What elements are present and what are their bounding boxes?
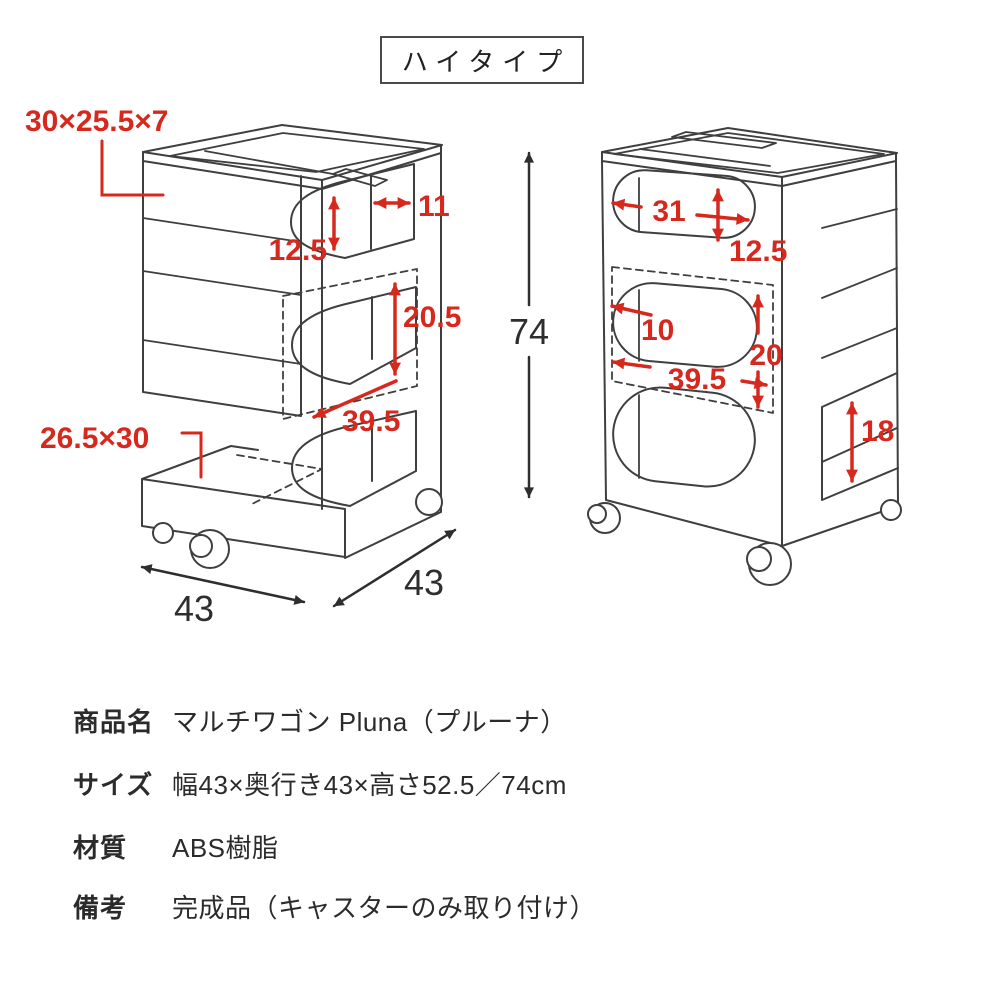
drawer-lines xyxy=(142,217,302,365)
left-view-dimension-labels: 30×25.5×7 12.5 11 20.5 39.5 26.5×30 xyxy=(25,105,461,455)
front-inner-space-dashed xyxy=(611,266,774,414)
cart-top-slot xyxy=(332,168,388,187)
front-view-dimensions xyxy=(610,188,858,483)
overall-dimensions xyxy=(140,151,535,608)
inner-width-arrow-right xyxy=(740,377,768,390)
inner-space-dashed xyxy=(282,268,418,420)
opening-width-label: 31 xyxy=(652,195,685,228)
inner-depth-label: 39.5 xyxy=(342,405,400,438)
inner-depth-arrow xyxy=(312,379,398,419)
spec-value: ABS樹脂 xyxy=(172,833,279,863)
side-tray xyxy=(821,372,899,501)
front-opening-height-label: 12.5 xyxy=(729,235,787,268)
caster xyxy=(415,488,443,516)
caster xyxy=(152,522,174,544)
width-arrow xyxy=(140,564,306,605)
drawer-size-leader-line xyxy=(100,139,165,197)
caster xyxy=(880,499,902,521)
opening-height-label: 12.5 xyxy=(269,234,327,267)
dimension-diagram: 30×25.5×7 12.5 11 20.5 39.5 26.5×30 31 1… xyxy=(25,105,902,629)
bottom-tray xyxy=(141,445,346,558)
middle-opening-height-label: 20.5 xyxy=(403,301,461,334)
front-cart-top-slot xyxy=(671,131,777,149)
caster xyxy=(587,504,607,524)
spec-label: 商品名 xyxy=(73,707,155,737)
spec-value: 幅43×奥行き43×高さ52.5／74cm xyxy=(172,770,567,800)
opening-middle xyxy=(291,286,417,385)
depth-arrow xyxy=(332,528,457,608)
side-offset-label: 10 xyxy=(641,314,674,347)
drawer-face-outline xyxy=(142,160,323,510)
type-title-box: ハイタイプ xyxy=(380,36,584,84)
overall-height-label: 74 xyxy=(509,311,549,352)
tray-size-leader-line xyxy=(180,431,203,479)
spec-row-material: 材質 ABS樹脂 xyxy=(73,828,279,865)
cart-top-lip xyxy=(142,144,442,190)
caster xyxy=(746,546,772,572)
spec-label: 備考 xyxy=(73,893,128,923)
caster xyxy=(189,534,213,558)
spec-row-product-name: 商品名 マルチワゴン Pluna（プルーナ） xyxy=(73,702,567,739)
spec-label: サイズ xyxy=(73,770,154,800)
spec-row-size: サイズ 幅43×奥行き43×高さ52.5／74cm xyxy=(73,765,567,802)
drawer-size-label: 30×25.5×7 xyxy=(25,105,168,138)
overall-dimension-labels: 43 43 74 xyxy=(174,311,549,629)
opening-width-arrow-left xyxy=(611,198,643,211)
opening-bottom xyxy=(291,410,417,507)
spec-row-notes: 備考 完成品（キャスターのみ取り付け） xyxy=(73,888,596,925)
opening-top xyxy=(290,163,415,259)
bottom-tray-label: 26.5×30 xyxy=(40,422,149,455)
front-width-label: 43 xyxy=(174,588,214,629)
front-cart-top-divider xyxy=(639,148,771,167)
shelf-gap-label: 11 xyxy=(418,190,450,223)
bottom-tray-floor-dashed xyxy=(236,454,323,505)
cart-front-view xyxy=(587,127,902,586)
side-face-outline xyxy=(781,160,899,547)
middle-height-label: 20 xyxy=(749,339,782,372)
side-face-lines xyxy=(821,208,898,359)
front-view-dimension-labels: 31 12.5 10 20 39.5 18 xyxy=(641,195,894,448)
type-title: ハイタイプ xyxy=(401,46,571,77)
side-depth-label: 43 xyxy=(404,562,444,603)
inner-width-arrow-left xyxy=(611,357,652,370)
side-tray-height-label: 18 xyxy=(861,415,894,448)
spec-label: 材質 xyxy=(73,833,128,863)
cart-top-inner-rim xyxy=(169,132,425,173)
cart-top-divider xyxy=(204,150,334,175)
left-view-dimensions xyxy=(100,139,411,479)
pill-opening-bottom xyxy=(612,386,756,488)
pill-opening-middle xyxy=(612,282,758,368)
cart-isometric-view xyxy=(141,124,443,569)
front-face-edges xyxy=(601,160,783,547)
spec-value: マルチワゴン Pluna（プルーナ） xyxy=(172,707,567,737)
side-offset-arrow xyxy=(610,302,653,317)
inner-width-label: 39.5 xyxy=(668,363,726,396)
opening-width-arrow-right xyxy=(695,212,750,225)
spec-value: 完成品（キャスターのみ取り付け） xyxy=(172,893,597,923)
